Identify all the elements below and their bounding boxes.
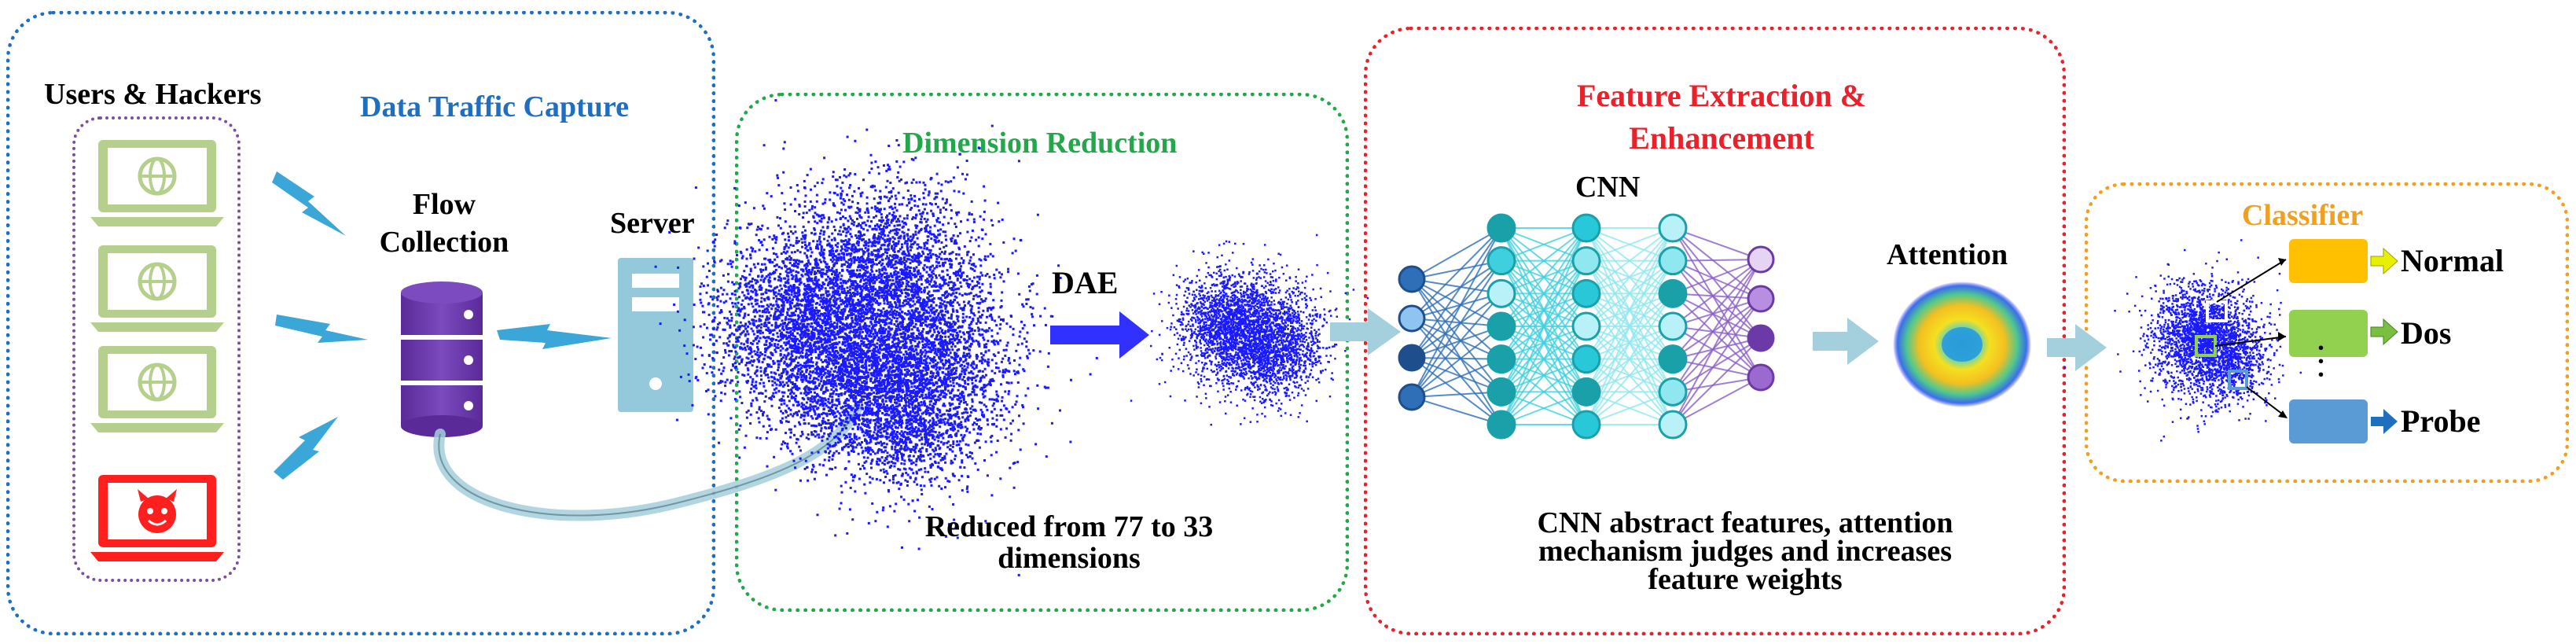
cnn-node bbox=[1658, 246, 1688, 276]
reduction-title: Dimension Reduction bbox=[902, 127, 1178, 160]
extraction-caption-line2: mechanism judges and increases bbox=[1538, 535, 1953, 568]
hacker-laptop-icon bbox=[90, 475, 224, 561]
cnn-node bbox=[1747, 285, 1775, 313]
cnn-node bbox=[1658, 278, 1688, 308]
cnn-node bbox=[1398, 304, 1426, 333]
cnn-node bbox=[1486, 344, 1516, 374]
cnn-node bbox=[1571, 213, 1601, 243]
reduction-caption-line1: Reduced from 77 to 33 bbox=[924, 510, 1214, 543]
cnn-node bbox=[1486, 410, 1516, 440]
cnn-node bbox=[1658, 377, 1688, 407]
cnn-node bbox=[1398, 344, 1426, 372]
cnn-node bbox=[1486, 377, 1516, 407]
scatter-cluster-classifier bbox=[2063, 239, 2311, 442]
reduction-panel bbox=[735, 93, 1349, 612]
dae-label: DAE bbox=[1052, 265, 1119, 300]
cnn-network bbox=[1398, 213, 1775, 440]
database-icon bbox=[401, 282, 483, 437]
lightning-icon bbox=[272, 171, 612, 480]
users-hackers-label: Users & Hackers bbox=[44, 78, 262, 111]
cnn-node bbox=[1486, 213, 1516, 243]
cnn-node bbox=[1658, 213, 1688, 243]
cnn-node bbox=[1571, 278, 1601, 308]
cnn-node bbox=[1571, 311, 1601, 341]
capture-panel bbox=[6, 11, 715, 635]
users-group bbox=[72, 116, 241, 582]
flow-label: Flow bbox=[412, 188, 476, 221]
cnn-node bbox=[1658, 410, 1688, 440]
cnn-node bbox=[1658, 311, 1688, 341]
dae-arrow-icon bbox=[1050, 311, 1149, 359]
class-ellipsis: . . . bbox=[2313, 344, 2342, 378]
scatter-cluster-raw bbox=[654, 99, 1098, 576]
cnn-label: CNN bbox=[1575, 171, 1641, 204]
extraction-caption-line1: CNN abstract features, attention bbox=[1537, 506, 1953, 539]
attention-map-icon bbox=[1893, 282, 2031, 407]
cnn-node bbox=[1398, 265, 1426, 293]
cnn-node bbox=[1486, 311, 1516, 341]
cnn-node bbox=[1571, 246, 1601, 276]
class-label-probe: Probe bbox=[2401, 403, 2481, 439]
cnn-node bbox=[1747, 363, 1775, 392]
class-label-normal: Normal bbox=[2401, 243, 2504, 278]
reduction-caption-line2: dimensions bbox=[998, 542, 1141, 575]
cnn-node bbox=[1747, 245, 1775, 274]
class-box-probe bbox=[2289, 399, 2398, 443]
laptop-icon bbox=[90, 346, 224, 432]
cnn-node bbox=[1571, 410, 1601, 440]
attention-label: Attention bbox=[1887, 238, 2008, 271]
cnn-node bbox=[1571, 377, 1601, 407]
capture-title: Data Traffic Capture bbox=[360, 90, 629, 123]
classifier-markers bbox=[2195, 258, 2288, 418]
scatter-cluster-reduced bbox=[1130, 234, 1379, 426]
class-label-dos: Dos bbox=[2401, 315, 2452, 351]
cnn-node bbox=[1571, 344, 1601, 374]
laptop-icon bbox=[90, 245, 224, 332]
class-box-normal bbox=[2289, 239, 2398, 283]
server-icon bbox=[618, 258, 693, 412]
cnn-node bbox=[1747, 324, 1775, 352]
laptop-icon bbox=[90, 140, 224, 226]
flow-arrow-icon bbox=[1330, 308, 2107, 371]
server-label: Server bbox=[610, 207, 695, 240]
classifier-title: Classifier bbox=[2242, 199, 2364, 232]
connector-curve bbox=[433, 403, 862, 521]
cnn-node bbox=[1658, 344, 1688, 374]
cnn-node bbox=[1486, 246, 1516, 276]
cnn-node bbox=[1398, 383, 1426, 411]
class-box-dos bbox=[2289, 310, 2398, 357]
collection-label: Collection bbox=[379, 226, 509, 259]
extraction-title-line1: Feature Extraction & bbox=[1576, 78, 1867, 113]
extraction-title-line2: Enhancement bbox=[1629, 120, 1814, 156]
extraction-caption-line3: feature weights bbox=[1648, 563, 1843, 596]
cnn-node bbox=[1486, 278, 1516, 308]
